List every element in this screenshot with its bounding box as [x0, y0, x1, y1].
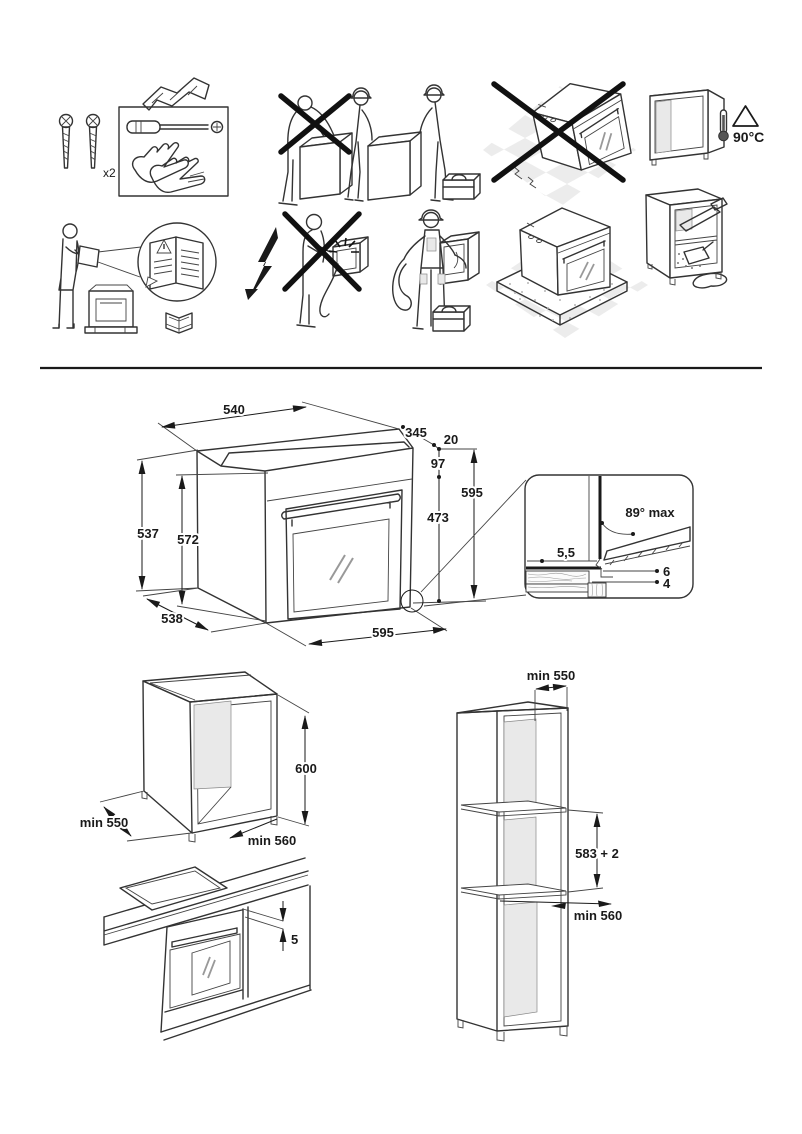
hob-icon [119, 866, 228, 911]
dim-tall-niche-height: 583 + 2 [575, 846, 619, 861]
lightning-icon [245, 227, 278, 300]
cross-icon [491, 81, 626, 183]
worktop-oven-drawing: 5 [103, 857, 312, 1041]
screw-icon [58, 113, 74, 169]
detail-callout-circle [400, 589, 424, 613]
packaging-corner-icon [142, 77, 210, 111]
oven-dimension-drawing: 537 572 538 540 595 345 20 97 473 595 [135, 400, 527, 647]
pictogram-clean-cabinet [645, 188, 728, 289]
pictogram-read-manual [52, 222, 217, 334]
open-door-section [603, 526, 691, 566]
thermometer-icon [718, 109, 729, 142]
dim-side-gap: 5,5 [557, 545, 575, 560]
dustpan-icon [677, 241, 714, 269]
cross-icon [282, 211, 362, 292]
pictogram-tools: x2 [58, 77, 229, 197]
dim-side-depth: 538 [161, 611, 183, 626]
manual-book-icon [165, 312, 193, 334]
tall-cabinet-drawing: min 550 583 + 2 min 560 [456, 666, 624, 1042]
dim-total-height: 595 [461, 485, 483, 500]
dim-base-height: 600 [295, 761, 317, 776]
vacuum-nozzle-icon [679, 197, 728, 232]
dim-front-width: 595 [372, 625, 394, 640]
dim-front-height: 572 [177, 532, 199, 547]
gloves-icon [131, 142, 206, 194]
wall-unit-icon [439, 231, 480, 285]
door-detail-callout: 89° max 5,5 6 4 [524, 474, 694, 599]
pictogram-electrical-hazard [245, 211, 369, 328]
dim-top-step: 20 [444, 432, 458, 447]
dim-tall-depth: min 550 [527, 668, 575, 683]
dim-panel-height: 97 [431, 456, 445, 471]
pictogram-one-person-lift-prohibited [278, 93, 353, 206]
dim-top-gap: 6 [663, 564, 670, 579]
spark-icon [328, 237, 359, 253]
max-temp-label: 90°C [733, 129, 764, 145]
dim-base-depth: min 550 [80, 815, 128, 830]
dim-top-depth: 345 [405, 425, 427, 440]
dim-base-width: min 560 [248, 833, 296, 848]
base-cabinet-drawing: 600 min 550 min 560 [78, 671, 319, 850]
cross-icon [278, 93, 352, 155]
screws-qty-label: x2 [103, 166, 116, 180]
packed-oven-icon [84, 284, 138, 334]
pictogram-two-person-lift [344, 84, 481, 202]
dust-pile [692, 272, 728, 289]
pictogram-qualified-electrician [392, 209, 480, 332]
screw-icon [85, 113, 101, 169]
dim-door-height: 473 [427, 510, 449, 525]
dim-bottom-gap: 4 [663, 576, 671, 591]
dim-max-angle: 89° max [625, 505, 675, 520]
shelf [460, 883, 567, 900]
pictogram-place-on-padding [486, 207, 648, 338]
dim-side-height: 537 [137, 526, 159, 541]
pictogram-floor-placement-prohibited [483, 74, 636, 207]
warning-triangle-icon [732, 105, 759, 127]
worktop-section [525, 570, 607, 598]
dim-top-width: 540 [223, 402, 245, 417]
pictogram-cabinet-max-temp: 90°C [649, 89, 764, 166]
dim-tall-width: min 560 [574, 908, 622, 923]
screwdriver-icon [126, 120, 224, 134]
built-in-oven-front [169, 927, 241, 1009]
magnifier-detail [137, 222, 217, 302]
dim-worktop-gap: 5 [291, 932, 298, 947]
shelf [460, 800, 567, 817]
warning-triangle-icon [156, 239, 172, 254]
